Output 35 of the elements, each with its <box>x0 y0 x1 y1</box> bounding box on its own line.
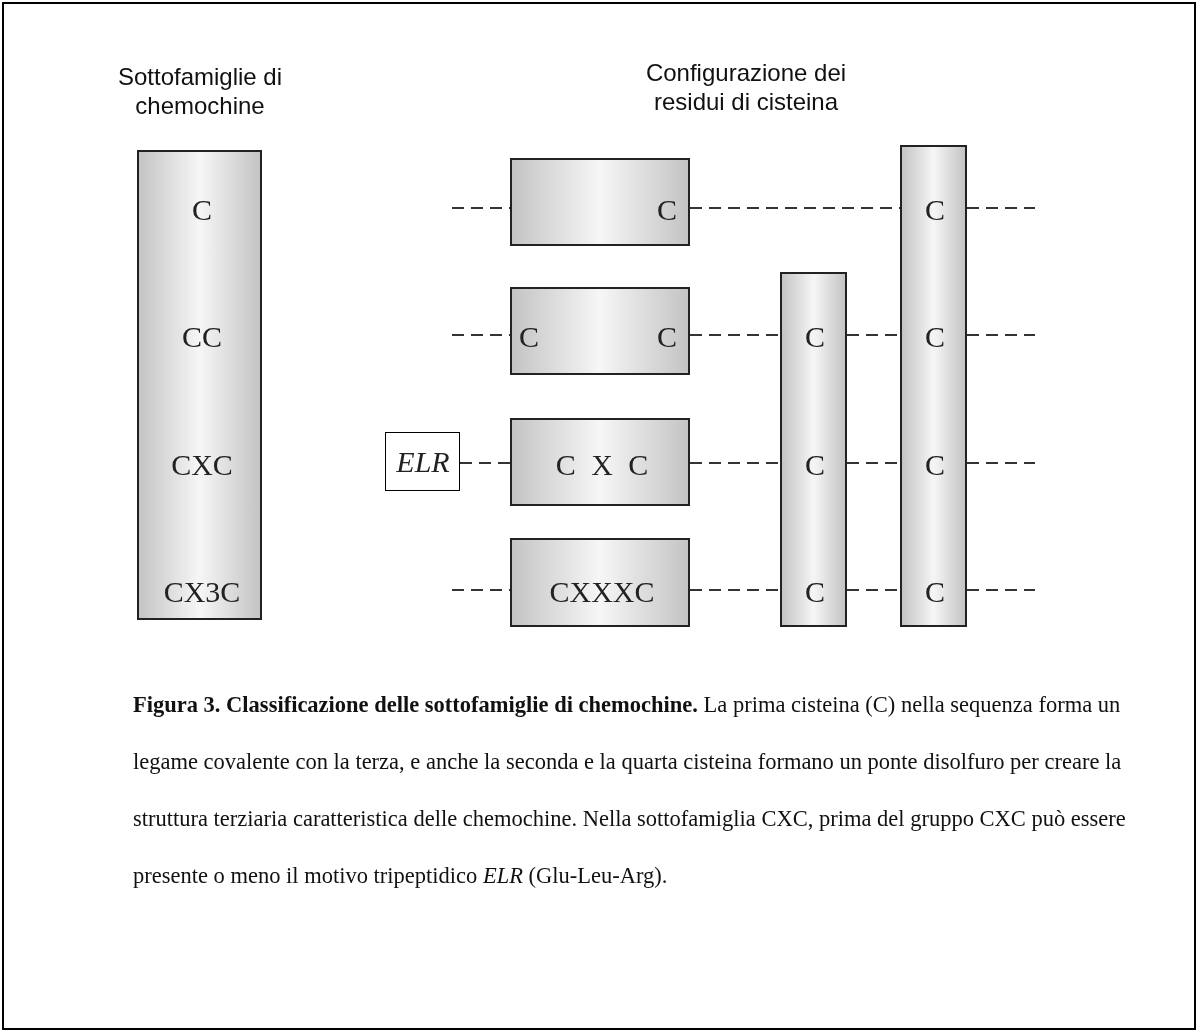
dashed-line <box>689 334 781 336</box>
column-heading: Sottofamiglie di chemochine <box>116 63 284 121</box>
figure-caption: Figura 3. Classificazione delle sottofamiglie di chemochine. La prima cisteina (C) nella sequenza forma un legame covalente con la terza, e anche la seconda e la quarta cisteina formano un ponte disolfuro per creare la struttura terziaria caratteristica delle chemochine. Nella sottofamiglia CXC, prima del gruppo CXC può essere presente o meno il motivo tripeptidico ELR (Glu-Leu-Arg). <box>133 691 1127 890</box>
sequence-box <box>510 287 690 375</box>
column-heading: Configurazione dei residui di cisteina <box>644 59 848 117</box>
residue-label: C <box>805 322 825 352</box>
residue-label: C <box>925 195 945 225</box>
residue-label: CX3C <box>163 577 241 607</box>
cysteine-column <box>780 272 847 627</box>
residue-label: C <box>657 195 677 225</box>
motif-label: ELR <box>396 447 450 477</box>
residue-label: C <box>925 577 945 607</box>
residue-label: C X C <box>555 450 649 480</box>
residue-label: CXC <box>171 450 233 480</box>
residue-label: C <box>519 322 539 352</box>
sequence-box <box>510 418 690 506</box>
cysteine-column <box>900 145 967 627</box>
residue-label: CXXXC <box>549 577 655 607</box>
dashed-line <box>966 334 1036 336</box>
dashed-line <box>966 462 1036 464</box>
motif-box <box>385 432 460 491</box>
dashed-line <box>689 589 781 591</box>
residue-label: C <box>192 195 212 225</box>
dashed-line <box>966 589 1036 591</box>
sequence-box <box>510 538 690 627</box>
residue-label: C <box>925 450 945 480</box>
residue-label: CC <box>182 322 222 352</box>
residue-label: C <box>925 322 945 352</box>
residue-label: C <box>805 450 825 480</box>
residue-label: C <box>805 577 825 607</box>
dashed-line <box>966 207 1036 209</box>
residue-label: C <box>657 322 677 352</box>
dashed-line <box>689 462 781 464</box>
sequence-box <box>510 158 690 246</box>
dashed-line <box>459 462 511 464</box>
